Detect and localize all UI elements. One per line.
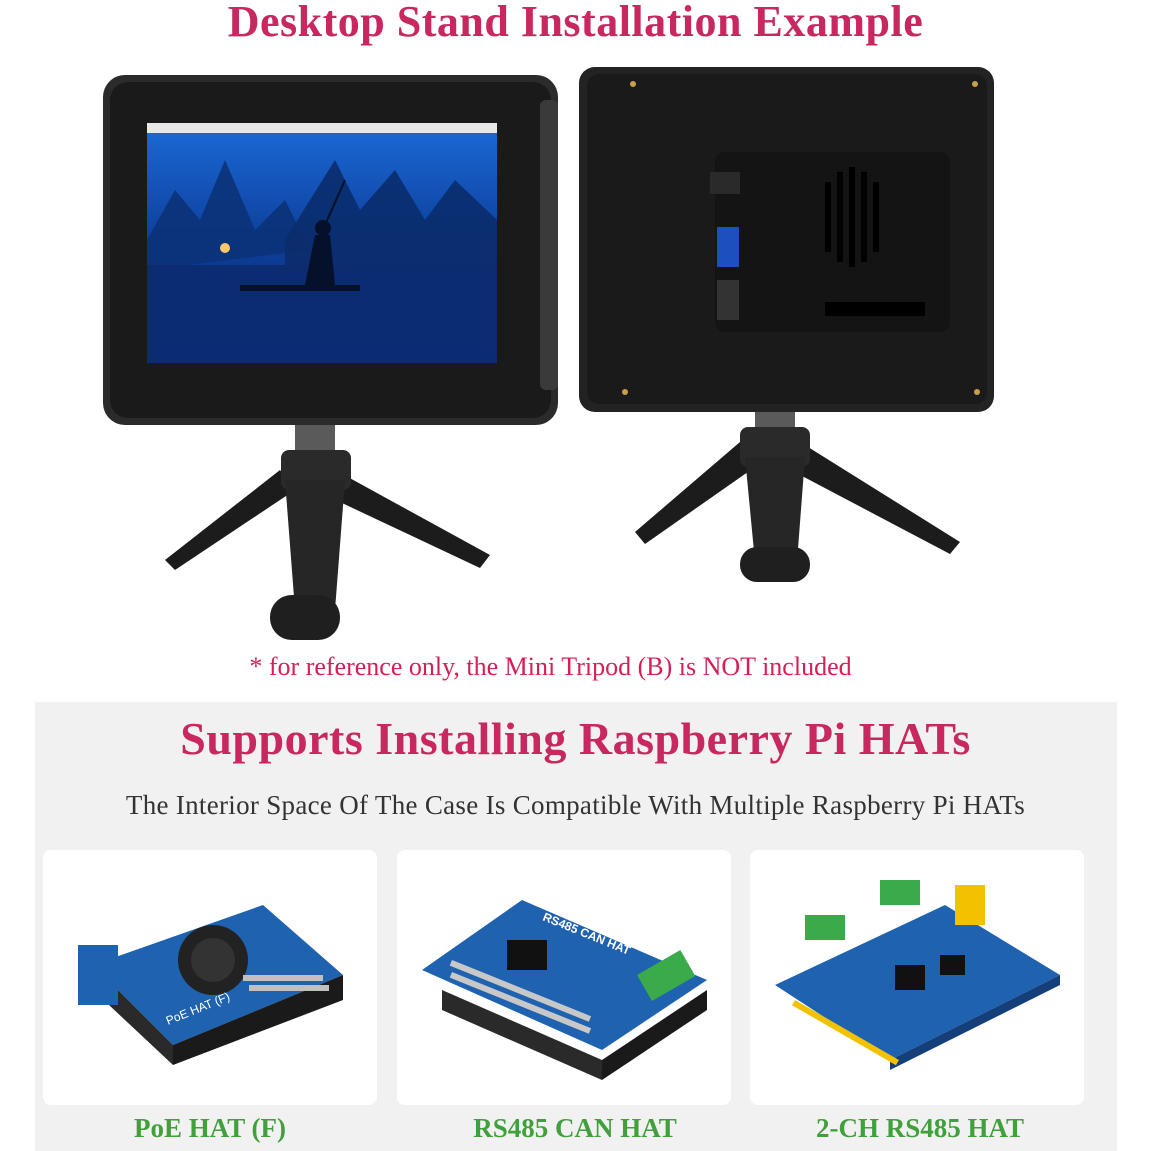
rs485-can-hat-image: RS485 CAN HAT [422, 900, 707, 1080]
2ch-rs485-hat-image [775, 880, 1060, 1070]
display-back-image [579, 67, 994, 582]
page-title: Desktop Stand Installation Example [227, 0, 924, 46]
hat-label-2ch-rs485: 2-CH RS485 HAT [815, 1113, 1024, 1143]
hat-label-poe: PoE HAT (F) [134, 1113, 286, 1143]
hat-card-rs485-can: RS485 CAN HAT [397, 850, 731, 1105]
poe-hat-image: PoE HAT (F) [78, 905, 343, 1065]
disclaimer-note: * for reference only, the Mini Tripod (B… [249, 652, 852, 681]
hat-card-poe: PoE HAT (F) [43, 850, 377, 1105]
hats-section-title: Supports Installing Raspberry Pi HATs [180, 713, 971, 764]
display-front-image [103, 75, 558, 640]
hats-section-subtitle: The Interior Space Of The Case Is Compat… [125, 790, 1026, 820]
hat-card-2ch-rs485 [750, 850, 1084, 1105]
hat-label-rs485-can: RS485 CAN HAT [473, 1113, 677, 1143]
